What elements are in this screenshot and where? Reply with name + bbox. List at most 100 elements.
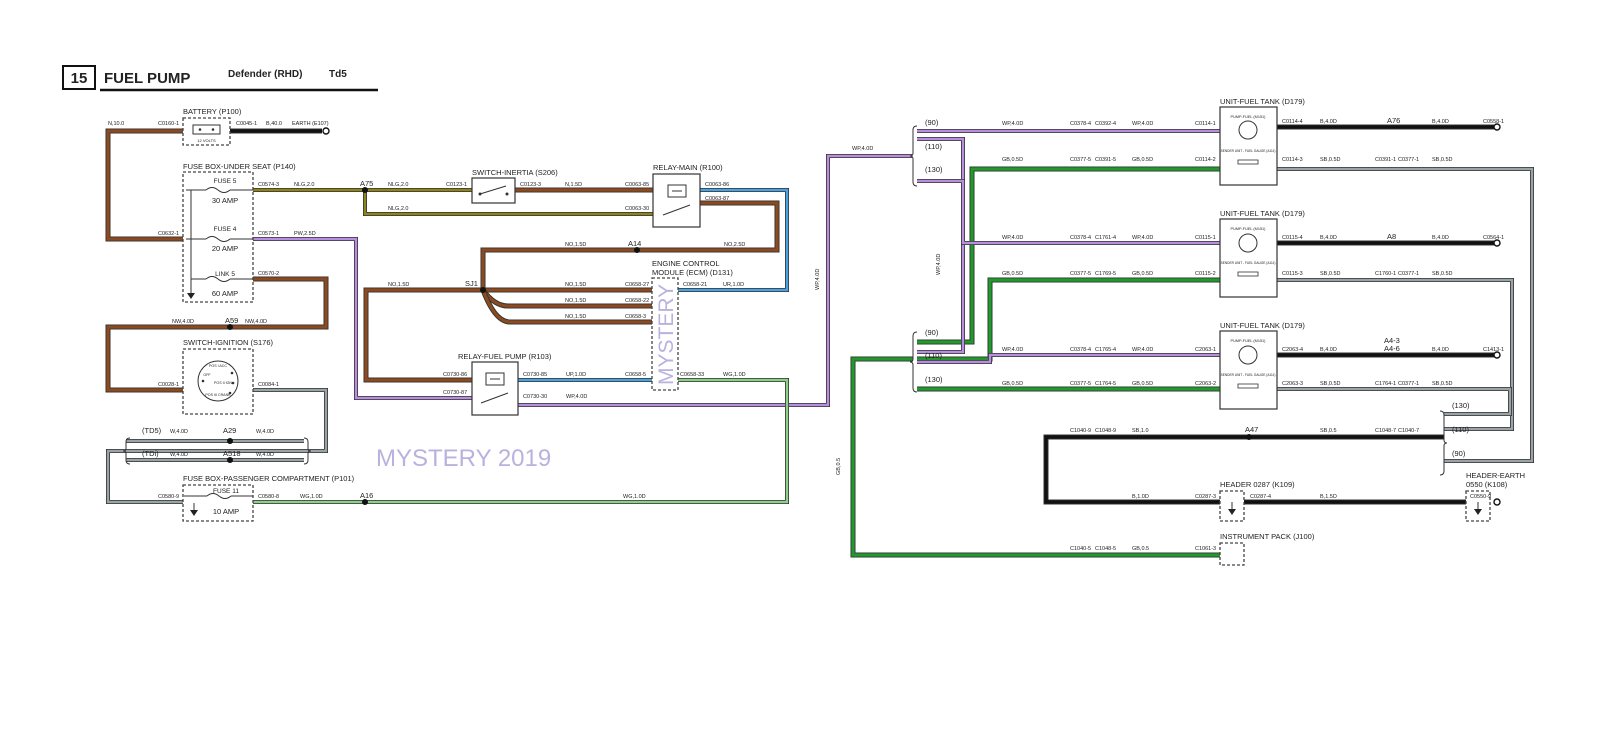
- wire-purple: [917, 353, 1220, 364]
- wire-label: C0287-3: [1195, 494, 1216, 500]
- wire-label: B,4.0D: [1320, 347, 1337, 353]
- wire-brown: [106, 129, 183, 241]
- wire-label: WG,1.0D: [623, 494, 646, 500]
- wire-label: GB,0.5D: [1132, 271, 1153, 277]
- wire-label: C0063-30: [625, 206, 649, 212]
- wire-label: C0730-86: [443, 372, 467, 378]
- page-header: 15 FUEL PUMP Defender (RHD) Td5: [62, 65, 378, 92]
- wire-label: NO,2.5D: [724, 242, 745, 248]
- brackets: [122, 125, 1448, 476]
- wire-label: N,1.5D: [565, 182, 582, 188]
- earth-terminal-icon: [1493, 123, 1501, 131]
- wire-label: C0377-5: [1070, 381, 1091, 387]
- fuse11-label: FUSE 11: [213, 488, 239, 495]
- wire-label: C0574-3: [258, 182, 279, 188]
- wire-label: C1765-4: [1095, 347, 1116, 353]
- ignition-pos3: POS III CRANK: [205, 393, 231, 397]
- switch-inertia: SWITCH-INERTIA (S206): [471, 168, 558, 204]
- wire-label: C1769-5: [1095, 271, 1116, 277]
- wire-label: B,4.0D: [1432, 235, 1449, 241]
- wire-label: NW,4.0D: [245, 319, 267, 325]
- fusebox-under-seat: FUSE BOX-UNDER SEAT (P140) FUSE 5 30 AMP…: [182, 162, 296, 303]
- tank2-sender: SENDER UNIT - FUEL GAUGE (A111): [1221, 261, 1276, 265]
- header-k109-label: HEADER 0287 (K109): [1220, 480, 1295, 489]
- wire-label: SB,0.5D: [1320, 381, 1341, 387]
- wire-label: NO,1.5D: [565, 282, 586, 288]
- wire-label: B,40.0: [266, 121, 282, 127]
- wire-label: C1061-3: [1195, 546, 1216, 552]
- wire-label: C1764-5: [1095, 381, 1116, 387]
- wire-label: C1413-1: [1483, 347, 1504, 353]
- tank3-label: UNIT-FUEL TANK (D179): [1220, 321, 1305, 330]
- wire-label: WP,4.0D: [1002, 347, 1023, 353]
- tank2-pump: PUMP-FUEL (M151): [1231, 227, 1267, 231]
- wire-label: B,4.0D: [1432, 119, 1449, 125]
- fusebox-passenger: FUSE BOX-PASSENGER COMPARTMENT (P101) FU…: [182, 474, 355, 522]
- wire-label: C0570-2: [258, 271, 279, 277]
- splice-dot: [1246, 434, 1252, 440]
- wire-label: C0377-1: [1398, 271, 1419, 277]
- wire-green: [851, 357, 1220, 557]
- wire-label: C0550-9: [1470, 494, 1491, 500]
- wire-label: SB,0.5D: [1432, 157, 1453, 163]
- switch-ignition-label: SWITCH-IGNITION (S176): [183, 338, 274, 347]
- wire-label: C1048-5: [1095, 546, 1116, 552]
- wire-label: B,1.5D: [1320, 494, 1337, 500]
- ecm-label-1: ENGINE CONTROL: [652, 259, 720, 268]
- wire-label: (110): [925, 142, 942, 151]
- battery-label: BATTERY (P100): [183, 107, 242, 116]
- wire-label: C0028-1: [158, 382, 179, 388]
- wire-label: SJ1: [465, 279, 478, 288]
- page-model: Defender (RHD): [228, 69, 302, 80]
- watermark: MYSTERY 2019: [376, 445, 551, 472]
- wire-label: C0115-3: [1282, 271, 1303, 277]
- wire-label: SB,0.5D: [1320, 157, 1341, 163]
- wires-layer: [105, 124, 1534, 558]
- wire-label: C0287-4: [1250, 494, 1271, 500]
- wire-label: W,4.0D: [170, 452, 188, 458]
- wire-blue: [678, 188, 789, 292]
- fuse5-label: FUSE 5: [214, 178, 237, 185]
- fuse4-label: FUSE 4: [214, 226, 237, 233]
- wire-grey: [1277, 167, 1534, 463]
- ignition-off: OFF: [203, 373, 211, 377]
- page-number-box: [62, 65, 96, 90]
- switch-ignition: SWITCH-IGNITION (S176) POS I ACC POS II …: [182, 338, 274, 415]
- wire-purple: [917, 137, 965, 354]
- wire-label: NLG,2.0: [388, 182, 408, 188]
- wire-label: C0160-1: [158, 121, 179, 127]
- ignition-pos1: POS I ACC: [209, 364, 227, 368]
- earth-terminal-icon: [1493, 239, 1501, 247]
- ground-arrow-icon: [187, 293, 195, 299]
- wire-label: GB,0.5D: [1132, 381, 1153, 387]
- wire-label: C0558-1: [1483, 119, 1504, 125]
- wire-label: W,4.0D: [256, 429, 274, 435]
- header-k109: HEADER 0287 (K109): [1219, 480, 1295, 522]
- wire-label: WP,4.0D: [1002, 235, 1023, 241]
- wire-grey-outline: [1277, 387, 1512, 416]
- wire-label: C0377-1: [1398, 381, 1419, 387]
- wire-label: C0063-87: [705, 196, 729, 202]
- wire-label: C0730-87: [443, 390, 467, 396]
- wire-label: B,4.0D: [1432, 347, 1449, 353]
- wire-label: GB,0.5: [836, 458, 842, 475]
- wire-label: C0377-1: [1398, 157, 1419, 163]
- wire-label: C1040-9: [1070, 428, 1091, 434]
- link5-rating: 60 AMP: [212, 289, 238, 298]
- relay-main: RELAY-MAIN (R100): [652, 163, 723, 228]
- tank2-label: UNIT-FUEL TANK (D179): [1220, 209, 1305, 218]
- wire-label: A76: [1387, 116, 1400, 125]
- wire-brown: [106, 277, 328, 392]
- wire-label: C1764-1: [1375, 381, 1396, 387]
- fusebox-seat-label: FUSE BOX-UNDER SEAT (P140): [183, 162, 296, 171]
- wire-grey: [1277, 387, 1512, 416]
- wire-grey: [1277, 278, 1514, 431]
- link5-symbol: [205, 276, 231, 282]
- wire-black-outline: [1043, 434, 1444, 505]
- wire-label: C0115-2: [1195, 271, 1216, 277]
- wire-label: A75: [360, 179, 373, 188]
- battery-voltage: 12 VOLTS: [197, 138, 216, 143]
- wire-label: SB,1.0: [1132, 428, 1149, 434]
- wire-label: A59: [225, 316, 238, 325]
